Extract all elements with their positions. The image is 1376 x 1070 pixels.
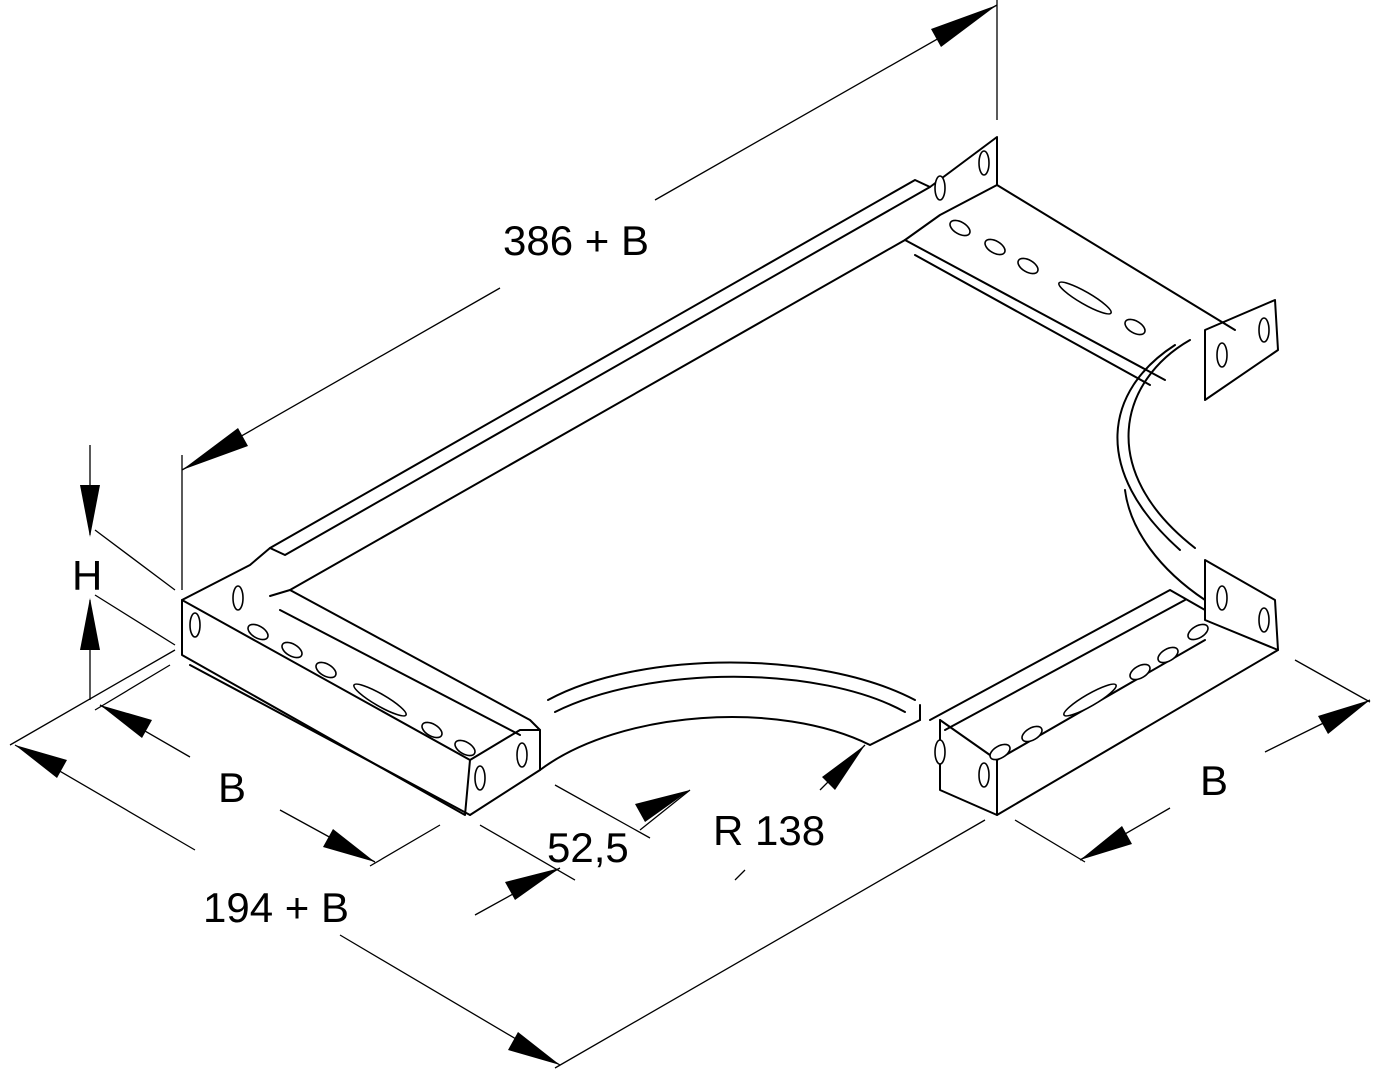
arrowhead-icon [822, 745, 865, 790]
arrowhead-icon [80, 598, 100, 650]
dimension-radius [734, 744, 866, 881]
width-left-label: B [218, 764, 246, 811]
arrowhead-icon [505, 868, 560, 900]
arrowhead-icon [100, 705, 152, 738]
tray-body [181, 136, 1279, 816]
length-label: 386 + B [503, 217, 649, 264]
arrowhead-icon [80, 485, 100, 537]
dimension-width-right [1014, 659, 1371, 863]
offset-label: 52,5 [547, 824, 629, 871]
width-right-label: B [1200, 757, 1228, 804]
arrowhead-icon [323, 829, 375, 862]
dimension-length [181, 0, 998, 590]
dimension-width-left [94, 664, 441, 867]
arrowhead-icon [182, 428, 248, 470]
mounting-holes [189, 150, 1270, 791]
arrowhead-icon [508, 1032, 560, 1065]
arrowhead-icon [1318, 700, 1370, 734]
height-label: H [72, 552, 102, 599]
radius-label: R 138 [713, 807, 825, 854]
dimension-width-total [9, 649, 986, 1069]
dimension-height [80, 445, 176, 700]
arrowhead-icon [635, 790, 690, 822]
dimension-offset [474, 784, 691, 916]
arrowhead-icon [1080, 826, 1132, 860]
arrowhead-icon [15, 745, 67, 778]
width-total-label: 194 + B [203, 884, 349, 931]
arrowhead-icon [931, 5, 997, 47]
